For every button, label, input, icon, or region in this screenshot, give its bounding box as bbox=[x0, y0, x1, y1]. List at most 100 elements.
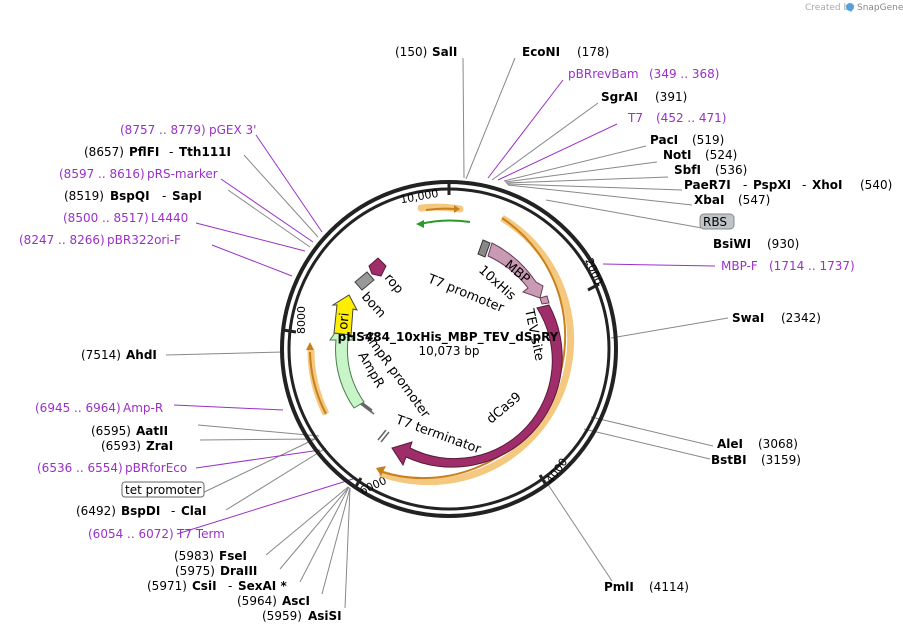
tick-label-4000: 4000 bbox=[543, 456, 570, 486]
primer-range-t7: (452 .. 471) bbox=[656, 111, 726, 125]
site-pos-bspdi: (6492) bbox=[76, 504, 116, 518]
site-name-sapi: SapI bbox=[172, 189, 202, 203]
site-sep-bspqi: - bbox=[162, 189, 166, 203]
site-name-econi: EcoNI bbox=[522, 45, 560, 59]
snapgene-logo-icon bbox=[846, 3, 854, 11]
primer-name-pgex3: pGEX 3' bbox=[209, 123, 256, 137]
primer-range-amp-r: (6945 .. 6964) bbox=[35, 401, 121, 415]
his-tag-feature bbox=[477, 239, 491, 258]
site-pos-xbai: (547) bbox=[738, 193, 770, 207]
site-name-paer7i: PaeR7I bbox=[684, 178, 731, 192]
feature-label-dcas9: dCas9 bbox=[484, 390, 525, 427]
top-green-arrowhead-icon bbox=[416, 220, 424, 228]
site-name-asci: AscI bbox=[282, 594, 310, 608]
site-name-bstbi: BstBI bbox=[711, 453, 747, 467]
site-name-pflfi: PflFI bbox=[129, 145, 159, 159]
site-sep-paer7i-2: - bbox=[802, 178, 806, 192]
site-name-sgrai: SgrAI bbox=[601, 90, 638, 104]
site-sep-bspdi: - bbox=[171, 504, 175, 518]
primer-range-t7-term: (6054 .. 6072) bbox=[88, 527, 174, 541]
site-pos-fsei: (5983) bbox=[174, 549, 214, 563]
site-name-draiii: DraIII bbox=[220, 564, 257, 578]
site-pos-sali: (150) bbox=[395, 45, 427, 59]
ori-feature bbox=[331, 294, 358, 336]
site-pos-alei: (3068) bbox=[758, 437, 798, 451]
rbs-box bbox=[699, 213, 735, 230]
site-name-bspdi: BspDI bbox=[121, 504, 160, 518]
tet-promoter-label: tet promoter bbox=[125, 483, 201, 497]
site-name-noti: NotI bbox=[663, 148, 692, 162]
primer-name-amp-r: Amp-R bbox=[123, 401, 163, 415]
site-pos-bspqi: (8519) bbox=[64, 189, 104, 203]
site-name-paci: PacI bbox=[650, 133, 678, 147]
plasmid-name: pHS484_10xHis_MBP_TEV_dSpRY bbox=[338, 330, 559, 345]
rop-feature bbox=[368, 257, 387, 277]
site-name-bspqi: BspQI bbox=[110, 189, 150, 203]
site-name-sbfi: SbfI bbox=[674, 163, 701, 177]
site-sep-paer7i-1: - bbox=[743, 178, 747, 192]
site-name-sexai: SexAI * bbox=[238, 579, 287, 593]
site-pos-sgrai: (391) bbox=[655, 90, 687, 104]
primer-name-l4440: L4440 bbox=[151, 211, 188, 225]
site-leader-lines bbox=[165, 57, 729, 609]
tet-promoter-box bbox=[121, 481, 205, 498]
site-pos-asci: (5964) bbox=[237, 594, 277, 608]
left-orange-arrow bbox=[309, 351, 327, 415]
snapgene-brand: SnapGene bbox=[857, 3, 903, 13]
site-name-swai: SwaI bbox=[732, 311, 764, 325]
created-by-text: Created by bbox=[805, 3, 855, 13]
tick-label-8000: 8000 bbox=[295, 306, 308, 334]
site-sep-csii: - bbox=[228, 579, 232, 593]
site-pos-draiii: (5975) bbox=[175, 564, 215, 578]
site-name-zrai: ZraI bbox=[146, 439, 173, 453]
dcas9-divider bbox=[492, 436, 500, 448]
site-pos-swai: (2342) bbox=[781, 311, 821, 325]
site-pos-csii: (5971) bbox=[147, 579, 187, 593]
site-sep-pflfi: - bbox=[169, 145, 173, 159]
primer-name-mbp-f: MBP-F bbox=[721, 259, 758, 273]
feature-label-rop: rop bbox=[381, 271, 406, 297]
site-name-pmli: PmlI bbox=[604, 580, 634, 594]
position-ticks bbox=[282, 182, 600, 489]
site-name-xbai: XbaI bbox=[694, 193, 724, 207]
feature-label-bom: bom bbox=[358, 290, 388, 321]
top-orange-arrowhead-icon bbox=[454, 205, 460, 213]
mbp-feature bbox=[487, 242, 544, 299]
top-green-arrow bbox=[419, 219, 471, 225]
feature-label-ori: ori bbox=[336, 312, 353, 330]
primer-name-prs-marker: pRS-marker bbox=[147, 167, 218, 181]
site-pos-aatii: (6595) bbox=[91, 424, 131, 438]
highlight-right-arc bbox=[378, 215, 575, 486]
site-pos-sbfi: (536) bbox=[715, 163, 747, 177]
primer-leader-lines bbox=[173, 79, 716, 535]
site-name-xhoi: XhoI bbox=[812, 178, 843, 192]
tev-site-feature bbox=[539, 295, 550, 305]
site-name-asisi: AsiSI bbox=[308, 609, 342, 623]
site-name-csii: CsiI bbox=[192, 579, 217, 593]
primer-range-pgex3: (8757 .. 8779) bbox=[120, 123, 206, 137]
left-orange-arrowhead-icon bbox=[306, 342, 314, 350]
site-name-ahdi: AhdI bbox=[126, 348, 157, 362]
tick-label-2000: 2000 bbox=[582, 256, 605, 287]
site-pos-econi: (178) bbox=[577, 45, 609, 59]
site-pos-ahdi: (7514) bbox=[81, 348, 121, 362]
primer-name-pbr322ori-f: pBR322ori-F bbox=[107, 233, 181, 247]
site-pos-pflfi: (8657) bbox=[84, 145, 124, 159]
primer-name-t7: T7 bbox=[627, 111, 643, 125]
plasmid-size: 10,073 bp bbox=[418, 344, 479, 358]
site-name-pspxi: PspXI bbox=[753, 178, 791, 192]
site-pos-paci: (519) bbox=[692, 133, 724, 147]
bom-feature bbox=[354, 271, 375, 291]
primer-range-l4440: (8500 .. 8517) bbox=[63, 211, 149, 225]
site-name-tth111i: Tth111I bbox=[179, 145, 231, 159]
site-name-bsiwi: BsiWI bbox=[713, 237, 751, 251]
dcas9-feature bbox=[391, 304, 563, 468]
primer-range-pbrforeco: (6536 .. 6554) bbox=[37, 461, 123, 475]
primer-range-pbr322ori-f: (8247 .. 8266) bbox=[19, 233, 105, 247]
site-pos-asisi: (5959) bbox=[262, 609, 302, 623]
primer-range-mbp-f: (1714 .. 1737) bbox=[769, 259, 855, 273]
site-pos-paer7i: (540) bbox=[860, 178, 892, 192]
primer-range-prs-marker: (8597 .. 8616) bbox=[59, 167, 145, 181]
site-name-sali: SalI bbox=[432, 45, 457, 59]
